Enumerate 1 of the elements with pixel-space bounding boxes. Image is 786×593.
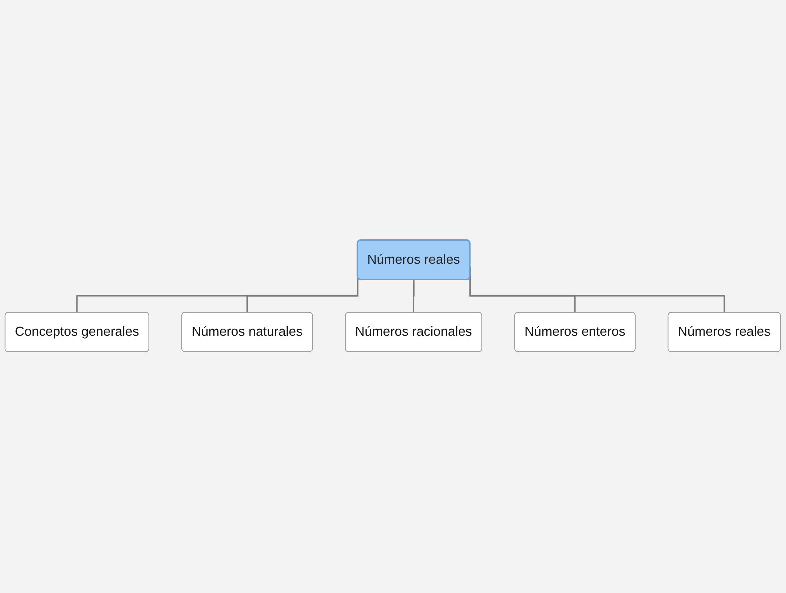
connector <box>413 280 415 314</box>
